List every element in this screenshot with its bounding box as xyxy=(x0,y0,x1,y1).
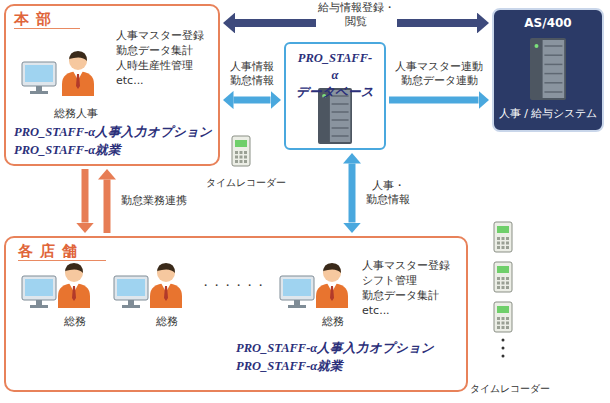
connector-label: 人事・勤怠情報 xyxy=(364,179,412,207)
time-recorder-icon xyxy=(494,262,512,292)
connector-arrow xyxy=(234,97,271,104)
system-label: 人事 / 給与システム xyxy=(499,106,598,121)
product-name: PRO_STAFF-α人事入力オプション xyxy=(14,124,212,141)
connector-arrow xyxy=(349,164,356,223)
monitor-icon xyxy=(22,276,56,308)
connector-arrow xyxy=(389,97,479,104)
connector-arrow xyxy=(104,180,111,234)
monitor-icon xyxy=(114,276,148,308)
time-recorder-icon xyxy=(494,302,512,332)
ellipsis: ・・・・・・ xyxy=(200,278,266,293)
product-name: PRO_STAFF-α就業 xyxy=(236,358,343,375)
region-box: 各 店 舗人事マスター登録 シフト管理 勤怠データ集計 etc... 総務 総務 ・・… xyxy=(4,236,468,392)
server-icon xyxy=(530,38,566,100)
role-label: 総務 xyxy=(322,314,344,329)
connector-label: 人事情報 勤怠情報 xyxy=(228,60,276,88)
connector-label: 給与情報登録・閲覧 xyxy=(316,1,397,29)
staff-icon xyxy=(62,51,94,96)
time-recorder-icon xyxy=(232,136,250,166)
time-recorder-icon xyxy=(494,222,512,252)
task-list: 人事マスター登録 勤怠データ集計 人時生産性管理 etc... xyxy=(116,28,204,88)
monitor-icon xyxy=(280,276,314,308)
device-label: タイムレコーダー xyxy=(206,176,286,190)
vertical-dots xyxy=(502,339,505,358)
role-label: 総務 xyxy=(64,314,86,329)
region-heading: 各 店 舗 xyxy=(18,242,106,261)
staff-icon xyxy=(58,263,90,308)
device-label: タイムレコーダー xyxy=(470,382,550,396)
role-label: 総務人事 xyxy=(54,106,98,121)
connector-arrow xyxy=(82,169,89,223)
staff-icon xyxy=(316,263,348,308)
connector-label: 人事マスター連動 勤怠データ連動 xyxy=(393,60,485,88)
task-list: 人事マスター登録 シフト管理 勤怠データ集計 etc... xyxy=(362,258,450,318)
region-heading: 本 部 xyxy=(14,10,80,29)
system-box: AS/400 人事 / 給与システム xyxy=(492,8,604,132)
product-name: PRO_STAFF-α人事入力オプション xyxy=(236,340,434,357)
system-name: AS/400 xyxy=(524,16,571,31)
connector-label: 勤怠業務連携 xyxy=(119,194,189,208)
database-box: PRO_STAFF-α データベース xyxy=(284,42,386,150)
monitor-icon xyxy=(22,62,56,94)
database-label: PRO_STAFF-α データベース xyxy=(296,50,374,101)
region-box: 本 部人事マスター登録 勤怠データ集計 人時生産性管理 etc... 総務人事 PR… xyxy=(4,4,220,166)
role-label: 総務 xyxy=(156,314,178,329)
staff-icon xyxy=(150,263,182,308)
product-name: PRO_STAFF-α就業 xyxy=(14,142,121,159)
